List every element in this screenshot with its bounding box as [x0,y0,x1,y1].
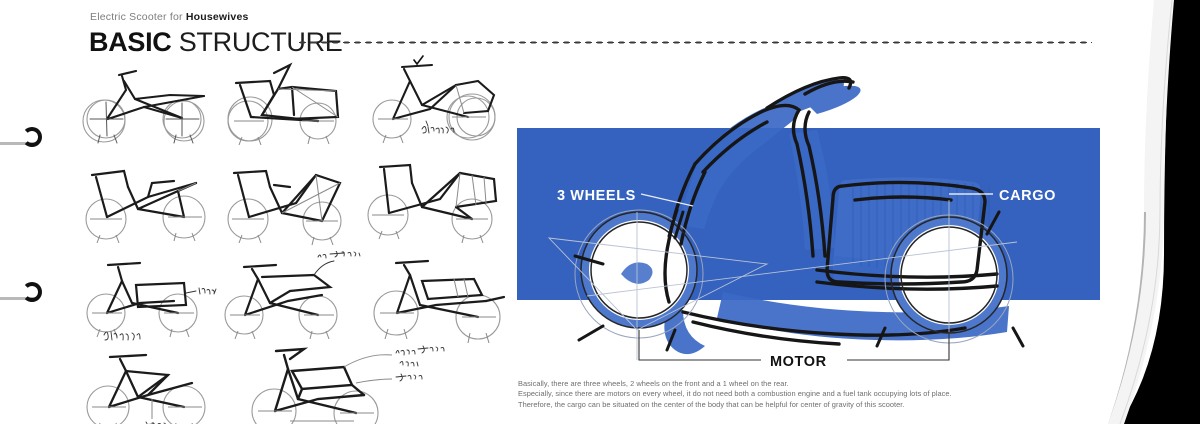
binding-ring [0,123,54,157]
binding-ring-hook [22,282,42,302]
hero-render: 3 WHEELS CARGO MOTOR [517,60,1117,370]
hero-scooter-illustration [547,76,1025,361]
page-title-strong: BASIC [89,27,172,57]
caption-line-2: Especially, since there are motors on ev… [518,389,952,399]
page-edge-graphic [1108,0,1200,424]
callout-motor: MOTOR [770,354,827,370]
concept-sketch-grid [78,55,508,424]
callout-3-wheels: 3 WHEELS [557,188,636,204]
callout-cargo: CARGO [999,188,1056,204]
caption-line-3: Therefore, the cargo can be situated on … [518,399,905,409]
binding-ring-bar [0,297,36,300]
caption-line-1: Basically, there are three wheels, 2 whe… [518,379,789,388]
hero-caption: Basically, there are three wheels, 2 whe… [518,379,1118,410]
binding-ring-hook [22,127,42,147]
eyebrow-prefix: Electric Scooter for [90,11,186,23]
eyebrow-strong: Housewives [185,11,249,23]
header-dotted-rule [297,41,1092,44]
binding-ring-bar [0,142,36,145]
page-eyebrow: Electric Scooter for Housewives [90,11,249,23]
binding-ring [0,278,54,312]
